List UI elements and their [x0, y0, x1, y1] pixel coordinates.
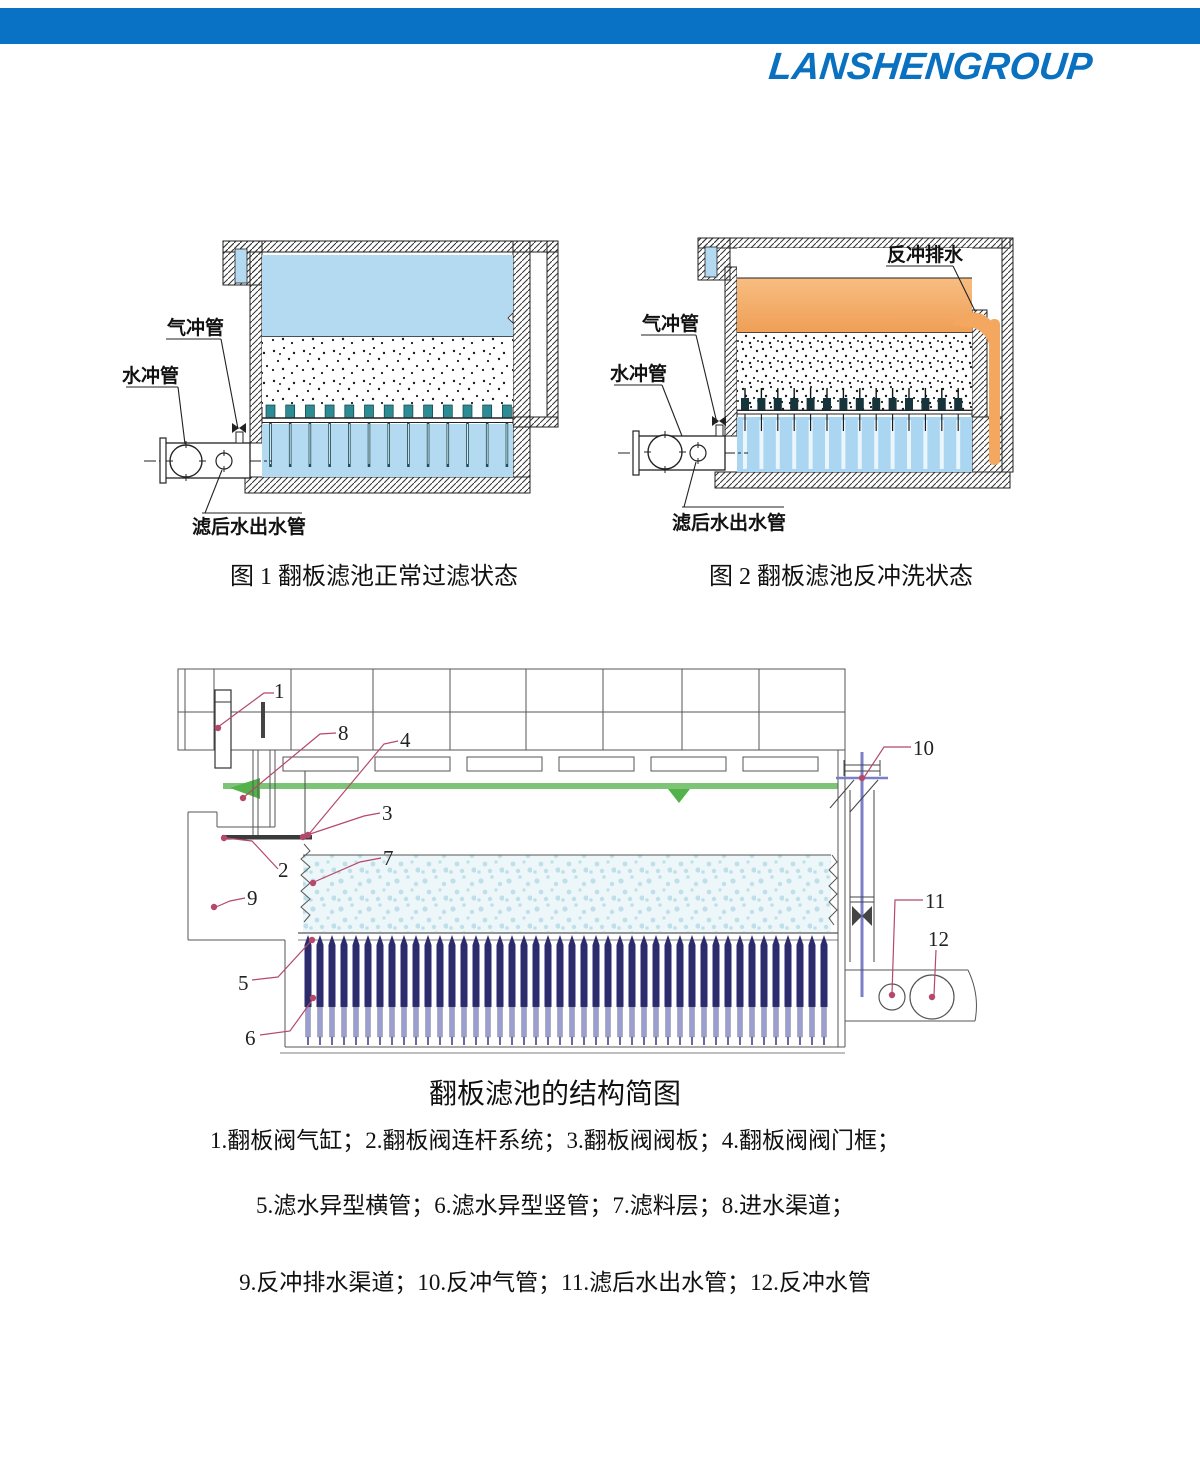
callout-number: 12 [928, 927, 949, 951]
callout-number: 2 [278, 858, 289, 882]
callout-number: 6 [245, 1026, 256, 1050]
structure-caption: 翻板滤池的结构简图 [428, 1079, 681, 1110]
figure2-caption: 图 2 翻板滤池反冲洗状态 [709, 564, 973, 590]
filtered-water-outlet-label: 滤后水出水管 [192, 515, 306, 538]
callout-number: 7 [383, 846, 394, 870]
callout-number: 9 [247, 886, 258, 910]
callout-number: 8 [338, 721, 349, 745]
figure1-diagram: 气冲管 水冲管 滤后水出水管 [122, 240, 559, 538]
callout-number: 4 [400, 728, 411, 752]
callout-number: 1 [274, 679, 285, 703]
backwash-drain-label: 反冲排水 [887, 243, 964, 266]
callout-number: 3 [382, 801, 393, 825]
legend-line-3: 9.反冲排水渠道；10.反冲气管；11.滤后水出水管；12.反冲水管 [239, 1270, 871, 1295]
company-logo: LANSHENGROUP [766, 46, 1095, 88]
callout-number: 10 [913, 736, 934, 760]
callout-number: 5 [238, 971, 249, 995]
legend-line-1: 1.翻板阀气缸；2.翻板阀连杆系统；3.翻板阀阀板；4.翻板阀阀门框； [210, 1128, 900, 1153]
figure1-caption: 图 1 翻板滤池正常过滤状态 [230, 564, 518, 590]
water-flush-pipe-label: 水冲管 [610, 362, 667, 385]
filtered-water-outlet-label: 滤后水出水管 [672, 511, 786, 534]
legend-line-2: 5.滤水异型横管；6.滤水异型竖管；7.滤料层；8.进水渠道； [256, 1193, 854, 1218]
structure-diagram: 1 2 3 4 5 6 7 8 9 10 11 12 [177, 668, 977, 1054]
air-flush-pipe-label: 气冲管 [641, 312, 699, 335]
callout-number: 11 [925, 889, 945, 913]
water-flush-pipe-label: 水冲管 [122, 364, 179, 387]
figure2-diagram: 气冲管 水冲管 滤后水出水管 反冲排水 [610, 237, 1014, 534]
air-flush-pipe-label: 气冲管 [166, 316, 224, 339]
header-bar [0, 8, 1200, 44]
